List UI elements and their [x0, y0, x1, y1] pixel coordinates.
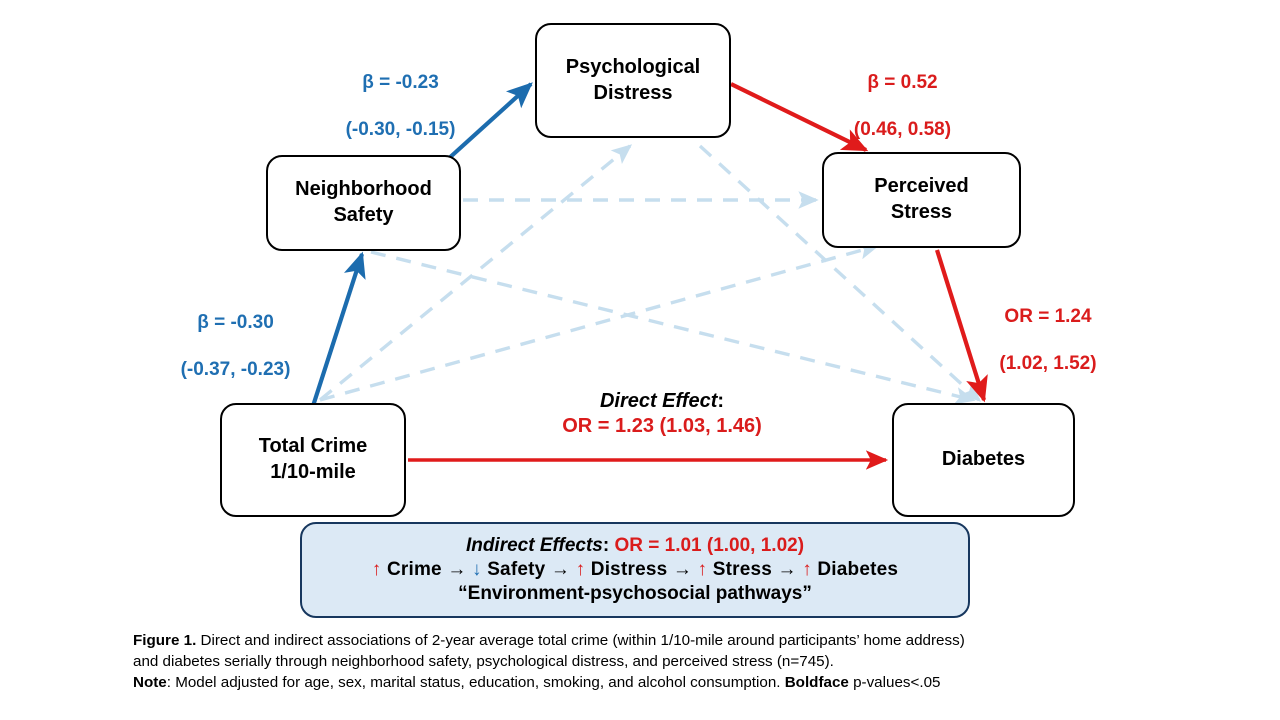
direct-effect-title: Direct Effect: [452, 390, 872, 413]
dashed-edge-crime-to-distress [318, 144, 633, 402]
caption-note-line: Note: Model adjusted for age, sex, marit… [133, 673, 1153, 694]
edge-label-safety-to-distress-estimate: β = -0.23 [362, 72, 439, 94]
edge-label-safety-to-distress: β = -0.23 (-0.30, -0.15) [288, 48, 513, 164]
pathway-stress-up-arrow-icon: ↑ [697, 559, 708, 580]
solid-path-edges [311, 82, 988, 470]
pathway-sep-2-icon: → [550, 559, 571, 580]
dashed-edge-safety-to-diabetes [370, 250, 976, 405]
dashed-covariance-edges [318, 144, 982, 405]
edge-label-safety-to-distress-ci: (-0.30, -0.15) [345, 118, 456, 140]
caption-line-1: Figure 1. Direct and indirect associatio… [133, 631, 1153, 652]
edge-label-stress-to-diabetes-estimate: OR = 1.24 [1004, 306, 1092, 328]
pathway-sep-4-icon: → [777, 559, 797, 580]
pathway-sep-3-icon: → [672, 559, 693, 580]
caption-boldface-text: p-values<.05 [848, 673, 941, 691]
node-neighborhood-safety-label: Neighborhood Safety [295, 178, 432, 226]
dashed-edge-crime-to-stress [319, 242, 880, 402]
direct-effect-annotation: Direct Effect: OR = 1.23 (1.03, 1.46) [452, 390, 872, 438]
indirect-effects-title: Indirect Effects [465, 535, 603, 556]
pathway-crime-up-arrow-icon: ↑ [371, 559, 382, 580]
edge-label-crime-to-safety: β = -0.30 (-0.37, -0.23) [128, 288, 343, 404]
node-neighborhood-safety[interactable]: Neighborhood Safety [266, 155, 461, 251]
edge-label-stress-to-diabetes: OR = 1.24 (1.02, 1.52) [948, 282, 1148, 398]
edge-label-crime-to-safety-estimate: β = -0.30 [197, 312, 274, 334]
caption-note-label: Note [133, 673, 167, 691]
node-diabetes-label: Diabetes [941, 448, 1026, 471]
caption-line-2: and diabetes serially through neighborho… [133, 652, 834, 670]
indirect-effects-pathway: ↑ Crime → ↓ Safety → ↑ Distress → ↑ Stre… [372, 559, 898, 581]
node-psychological-distress-label: Psychological Distress [565, 55, 701, 104]
node-total-crime[interactable]: Total Crime 1/10-mile [220, 403, 406, 517]
edge-label-distress-to-stress: β = 0.52 (0.46, 0.58) [790, 48, 1015, 164]
node-perceived-stress-label: Perceived Stress [874, 175, 969, 223]
pathway-safety-label: Safety [487, 559, 546, 580]
node-perceived-stress[interactable]: Perceived Stress [822, 152, 1021, 248]
edge-label-stress-to-diabetes-ci: (1.02, 1.52) [999, 352, 1097, 374]
direct-effect-colon: : [717, 390, 725, 412]
indirect-effects-headline: Indirect Effects: OR = 1.01 (1.00, 1.02) [466, 535, 804, 557]
pathway-distress-up-arrow-icon: ↑ [575, 559, 586, 580]
pathway-crime-label: Crime [386, 559, 442, 580]
direct-effect-value: OR = 1.23 (1.03, 1.46) [562, 415, 762, 437]
pathway-safety-down-arrow-icon: ↓ [472, 559, 482, 580]
indirect-effects-value: OR = 1.01 (1.00, 1.02) [614, 535, 805, 556]
caption-line-1-text: Direct and indirect associations of 2-ye… [196, 632, 965, 649]
pathway-stress-label: Stress [712, 559, 773, 580]
edge-crime-to-safety [311, 251, 366, 407]
edge-safety-to-distress [445, 82, 533, 162]
node-psychological-distress[interactable]: Psychological Distress [535, 23, 731, 138]
caption-boldface-label: Boldface [784, 673, 849, 691]
edge-distress-to-stress [730, 82, 869, 152]
node-total-crime-label: Total Crime 1/10-mile [258, 435, 368, 483]
edge-stress-to-diabetes [934, 249, 988, 403]
caption-figure-label: Figure 1. [133, 632, 197, 649]
edge-label-distress-to-stress-estimate: β = 0.52 [867, 72, 938, 94]
caption-note-text: : Model adjusted for age, sex, marital s… [166, 673, 785, 691]
pathway-distress-label: Distress [590, 559, 668, 580]
node-diabetes[interactable]: Diabetes [892, 403, 1075, 517]
indirect-effects-box: Indirect Effects: OR = 1.01 (1.00, 1.02)… [300, 522, 970, 618]
pathway-sep-1-icon: → [447, 559, 467, 580]
indirect-effects-colon: : [602, 535, 610, 556]
direct-effect-title-text: Direct Effect [599, 390, 718, 412]
dashed-edge-distress-to-diabetes [698, 144, 982, 402]
figure-caption: Figure 1. Direct and indirect associatio… [133, 631, 1153, 694]
indirect-effects-quote: “Environment-psychosocial pathways” [458, 583, 812, 604]
edge-label-distress-to-stress-ci: (0.46, 0.58) [853, 118, 952, 140]
edge-label-crime-to-safety-ci: (-0.37, -0.23) [180, 358, 291, 380]
pathway-diabetes-label: Diabetes [817, 559, 899, 580]
pathway-diabetes-up-arrow-icon: ↑ [802, 559, 812, 580]
